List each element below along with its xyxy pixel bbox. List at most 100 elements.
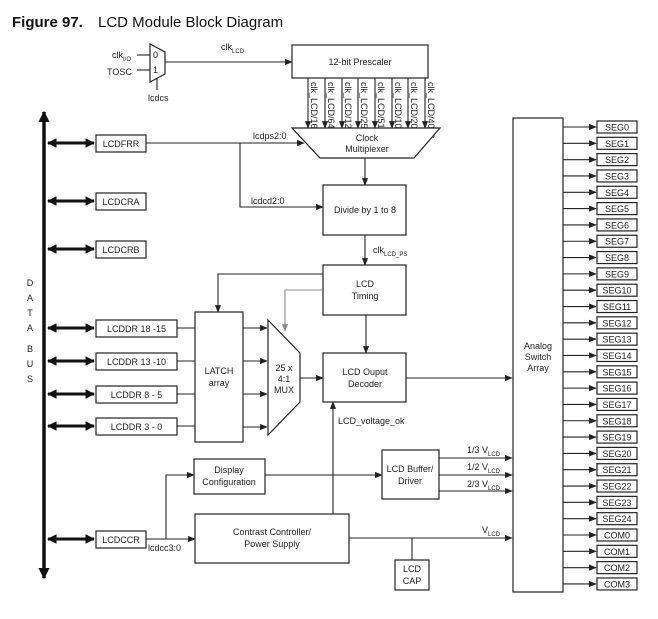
clk-io-label: clkI/O <box>112 50 131 63</box>
register-label: LCDFRR <box>103 139 140 149</box>
prescaler-tap: clk_LCD/2048 <box>404 78 419 139</box>
output-label: SEG14 <box>602 351 631 361</box>
output-seg3: SEG3 <box>563 169 638 183</box>
output-label: SEG13 <box>602 335 631 345</box>
output-label: SEG20 <box>602 449 631 459</box>
latch-to-mux-lines <box>243 324 268 431</box>
output-seg23: SEG23 <box>563 495 638 509</box>
contrast-controller-block <box>194 513 350 564</box>
prescaler-tap: clk_LCD/512 <box>371 78 386 134</box>
lcddr-13-10-register: LCDDR 13 -10 <box>47 352 195 371</box>
mux-label-2: 4:1 <box>278 374 291 384</box>
lcd-buffer-driver-block <box>381 449 440 500</box>
output-seg21: SEG21 <box>563 463 638 477</box>
output-seg2: SEG2 <box>563 153 638 167</box>
lcdcd-line <box>239 143 324 211</box>
timing-to-latch-line <box>214 273 323 313</box>
tap-label: clk_LCD/128 <box>343 82 353 134</box>
output-seg10: SEG10 <box>563 283 638 297</box>
latch-array-block <box>194 311 244 443</box>
lcdcc-label: lcdcc3:0 <box>148 543 181 553</box>
analog-label-1: Analog <box>524 341 552 351</box>
clock-select-mux: 0 1 clkI/O TOSC lcdcs <box>107 43 169 103</box>
v12-label: 1/2 VLCD <box>467 462 501 475</box>
clock-mux-label-2: Multiplexer <box>345 144 389 154</box>
lcd-timing-block <box>322 264 407 316</box>
output-label: SEG16 <box>602 384 631 394</box>
lcddr-18-15-register: LCDDR 18 -15 <box>47 319 195 338</box>
output-seg5: SEG5 <box>563 202 638 216</box>
latch-label-1: LATCH <box>205 366 234 376</box>
output-seg6: SEG6 <box>563 218 638 232</box>
lcdcd-label: lcdcd2:0 <box>251 196 285 206</box>
output-seg19: SEG19 <box>563 430 638 444</box>
output-com0: COM0 <box>563 528 638 542</box>
prescaler-tap: clk_LCD/16 <box>304 78 319 129</box>
timing-label-1: LCD <box>356 279 375 289</box>
lcdcrb-register: LCDCRB <box>47 240 147 259</box>
prescaler-tap: clk_LCD/1024 <box>388 78 403 139</box>
analog-label-2: Switch <box>525 352 552 362</box>
output-seg15: SEG15 <box>563 365 638 379</box>
tap-label: clk_LCD/64 <box>326 82 336 129</box>
output-label: SEG23 <box>602 498 631 508</box>
output-seg11: SEG11 <box>563 299 638 314</box>
timing-label-2: Timing <box>352 291 379 301</box>
svg-text:T: T <box>27 308 33 318</box>
display-configuration-block <box>193 458 266 495</box>
prescaler-label: 12-bit Prescaler <box>328 57 391 67</box>
divide-block <box>322 184 407 236</box>
output-label: SEG21 <box>602 465 631 475</box>
mux-label-3: MUX <box>274 385 294 395</box>
output-seg22: SEG22 <box>563 479 638 493</box>
register-label: LCDDR 18 -15 <box>107 324 166 334</box>
output-label: SEG11 <box>603 302 631 312</box>
output-label: SEG5 <box>605 204 629 214</box>
output-label: SEG6 <box>605 220 629 230</box>
analog-label-3: Array <box>527 363 549 373</box>
output-label: SEG3 <box>605 171 629 181</box>
output-seg8: SEG8 <box>563 250 638 265</box>
output-com3: COM3 <box>563 577 638 591</box>
bit0-label: 0 <box>153 50 158 60</box>
output-seg24: SEG24 <box>563 512 638 526</box>
svg-text:A: A <box>27 323 33 333</box>
svg-text:U: U <box>27 359 34 369</box>
contrast-label-2: Power Supply <box>244 539 300 549</box>
output-label: COM0 <box>604 531 630 541</box>
display-config-label-2: Configuration <box>202 477 256 487</box>
buffer-label-2: Driver <box>398 476 422 486</box>
svg-text:S: S <box>27 374 33 384</box>
tap-label: clk_LCD/16 <box>309 82 319 129</box>
lcddr-8-5-register: LCDDR 8 - 5 <box>47 385 195 404</box>
svg-text:B: B <box>27 344 33 354</box>
output-seg12: SEG12 <box>563 316 638 330</box>
figure-number: Figure 97. <box>12 14 83 31</box>
v13-label: 1/3 VLCD <box>467 445 501 458</box>
mux-label-1: 25 x <box>275 363 293 373</box>
output-label: SEG1 <box>605 139 629 149</box>
output-com1: COM1 <box>563 544 638 558</box>
output-label: SEG4 <box>605 188 629 198</box>
clock-multiplexer <box>290 127 442 159</box>
output-label: COM2 <box>604 563 630 573</box>
output-label: SEG7 <box>605 237 629 247</box>
mux-25x4-1 <box>267 318 301 437</box>
prescaler-block <box>291 44 429 79</box>
output-label: SEG12 <box>602 318 631 328</box>
output-label: SEG9 <box>605 269 629 279</box>
svg-text:A: A <box>27 293 33 303</box>
output-label: SEG0 <box>605 123 629 133</box>
lcdfrr-register: LCDFRR <box>47 134 147 153</box>
output-seg17: SEG17 <box>563 397 638 412</box>
output-label: SEG18 <box>602 416 631 426</box>
tosc-label: TOSC <box>107 67 132 77</box>
tap-label: clk_LCD/2048 <box>409 82 419 139</box>
bias-voltage-lines <box>439 454 513 495</box>
output-seg18: SEG18 <box>563 414 638 428</box>
output-seg13: SEG13 <box>563 332 638 346</box>
prescaler-tap: clk_LCD/256 <box>354 78 369 134</box>
vlcd-label: VLCD <box>482 525 501 538</box>
bit1-label: 1 <box>153 65 158 75</box>
